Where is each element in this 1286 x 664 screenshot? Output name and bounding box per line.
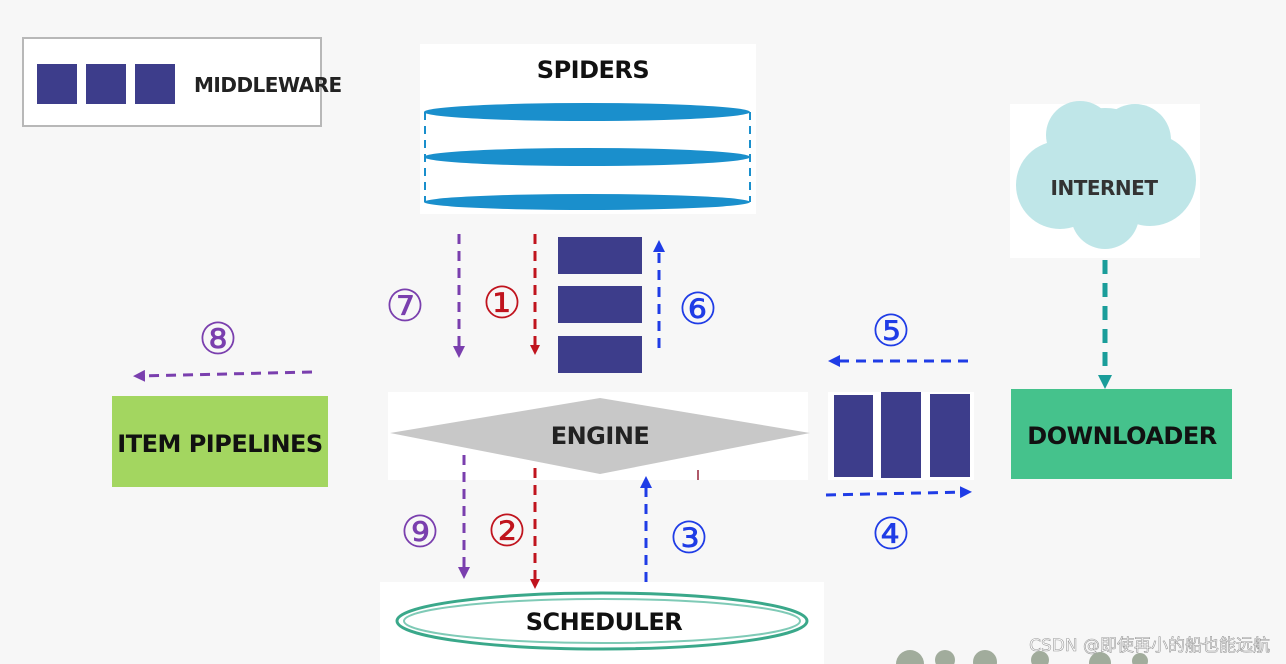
step-label-5: ⑤ — [871, 306, 910, 357]
legend: MIDDLEWARE — [22, 37, 342, 127]
item-pipelines-box — [112, 396, 328, 487]
scheduler-node: SCHEDULER — [380, 582, 824, 664]
step-labels: ① ② ③ ④ ⑤ ⑥ ⑦ ⑧ ⑨ — [198, 278, 910, 564]
legend-middleware-block-1 — [37, 64, 77, 104]
arrow-step-4 — [825, 486, 972, 499]
step-label-2: ② — [487, 506, 526, 557]
step-label-3: ③ — [669, 513, 708, 564]
legend-label: MIDDLEWARE — [194, 73, 342, 97]
spider-middleware-block-3 — [558, 336, 642, 373]
spiders-label: SPIDERS — [537, 56, 649, 84]
engine-diamond — [390, 398, 810, 474]
downloader-middleware — [828, 392, 974, 480]
spider-middleware-block-2 — [558, 286, 642, 323]
spider-middleware — [558, 237, 642, 373]
spiders-disc-2 — [424, 148, 750, 166]
step-label-4: ④ — [871, 509, 910, 560]
watermark-text: CSDN @即使再小的船也能远航 — [1029, 635, 1270, 656]
internet-node: INTERNET — [1010, 101, 1200, 258]
spider-middleware-block-1 — [558, 237, 642, 274]
internet-cloud-icon — [1016, 101, 1196, 249]
downloader-label: DOWNLOADER — [1027, 422, 1216, 450]
downloader-box — [1011, 389, 1232, 479]
spiders-node: SPIDERS — [420, 44, 756, 214]
spiders-disc-1 — [424, 103, 750, 121]
item-pipelines-node: ITEM PIPELINES — [112, 396, 328, 487]
internet-label: INTERNET — [1051, 176, 1159, 200]
step-label-1: ① — [482, 278, 521, 329]
step-label-9: ⑨ — [400, 507, 439, 558]
step-label-7: ⑦ — [385, 281, 424, 332]
scheduler-label: SCHEDULER — [526, 608, 682, 636]
scheduler-ring-outer — [395, 591, 809, 651]
foliage-decoration — [896, 650, 1148, 664]
downloader-middleware-block-3 — [930, 394, 970, 477]
engine-node: ENGINE — [388, 392, 810, 480]
downloader-node: DOWNLOADER — [1011, 389, 1232, 479]
spiders-disc-3 — [424, 194, 750, 210]
scheduler-ring-inner — [403, 598, 801, 644]
spiders-panel — [420, 44, 756, 214]
item-pipelines-label: ITEM PIPELINES — [117, 430, 322, 458]
step-label-8: ⑧ — [198, 314, 237, 365]
downloader-middleware-block-2 — [881, 392, 921, 478]
engine-label: ENGINE — [551, 422, 650, 450]
downloader-middleware-block-1 — [834, 395, 873, 477]
flow-arrows — [133, 234, 1112, 589]
arrow-step-8 — [133, 369, 313, 382]
legend-middleware-block-2 — [86, 64, 126, 104]
step-label-6: ⑥ — [678, 284, 717, 335]
legend-middleware-block-3 — [135, 64, 175, 104]
